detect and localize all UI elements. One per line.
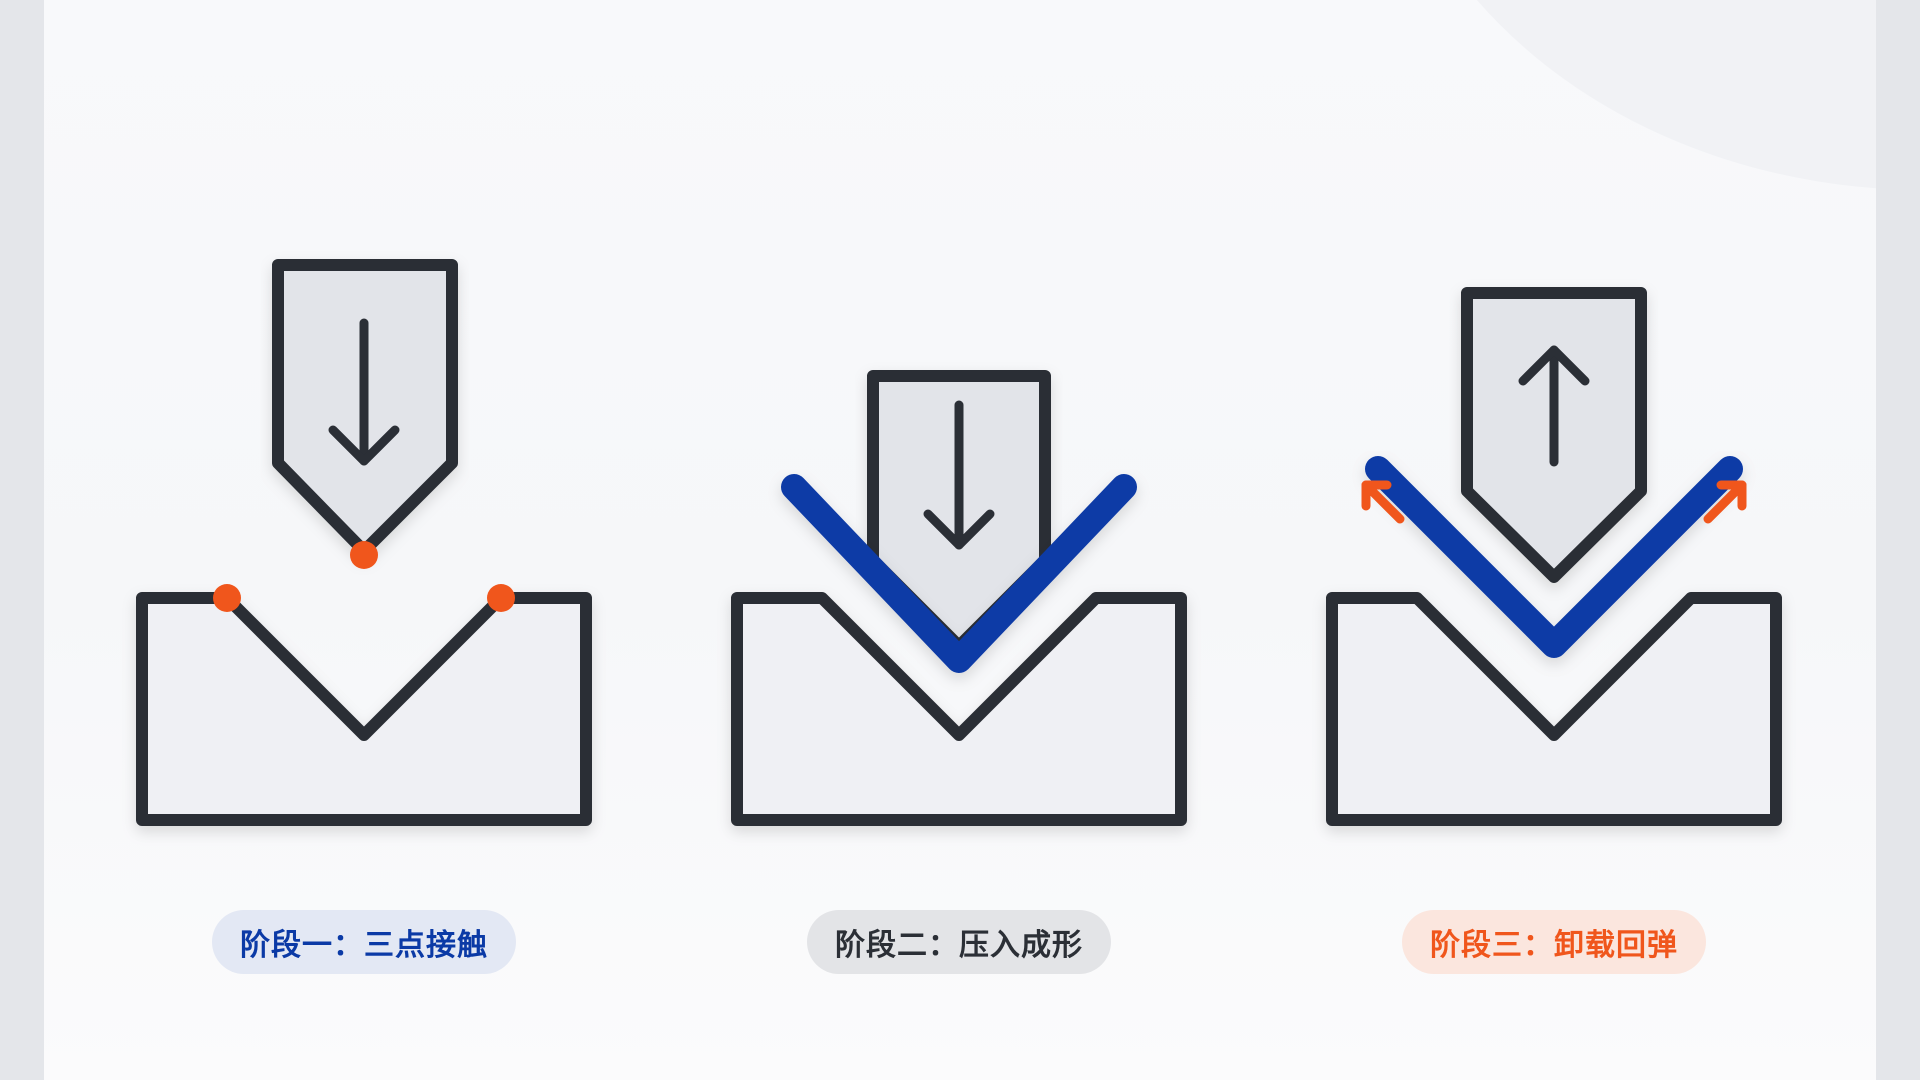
contact-point-right [487,584,515,612]
down-arrow-icon [328,318,400,466]
bending-stages-diagram [136,259,1782,826]
stage-1-die [136,592,592,826]
slide-canvas: 阶段一：三点接触 阶段二：压入成形 阶段三：卸载回弹 [44,0,1876,1080]
stage-2-label: 阶段二：压入成形 [807,910,1111,974]
contact-point-left [213,584,241,612]
stage-2-group [731,370,1187,826]
springback-arrow-icon [1703,480,1747,524]
stage-3-die [1326,592,1782,826]
stage-1-label: 阶段一：三点接触 [212,910,516,974]
springback-arrow-icon [1361,480,1405,524]
stage-1-group [136,259,592,826]
stage-3-group [1326,287,1782,826]
stage-3-sheet [1365,456,1743,658]
down-arrow-icon [923,400,995,550]
up-arrow-icon [1518,345,1590,467]
stage-2-die [731,592,1187,826]
contact-point-top [350,541,378,569]
stage-3-label: 阶段三：卸载回弹 [1402,910,1706,974]
stage-2-sheet [781,474,1137,673]
